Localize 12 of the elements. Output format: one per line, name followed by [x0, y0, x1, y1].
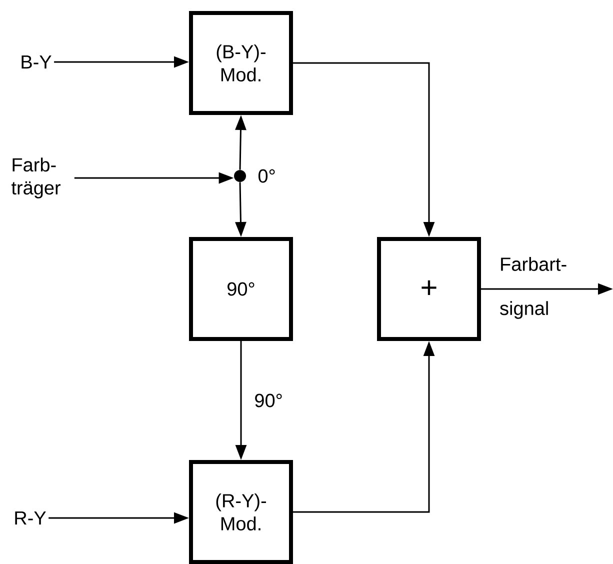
signal-label: R-Y: [15, 511, 46, 525]
signal-label: B-Y: [22, 55, 52, 69]
angle-label: 0°: [258, 169, 275, 183]
edge-label: 90°: [253, 392, 284, 408]
signal-label: Farbart-: [501, 257, 566, 271]
signal-label: Farb- träger: [12, 158, 61, 198]
block-box: (R-Y)- Mod.: [189, 460, 293, 564]
junction-dot: [234, 170, 246, 182]
signal-label: signal: [500, 301, 548, 319]
block-box: +: [377, 237, 481, 341]
block-box: (B-Y)- Mod.: [189, 11, 293, 115]
block-box: 90°: [189, 237, 293, 341]
